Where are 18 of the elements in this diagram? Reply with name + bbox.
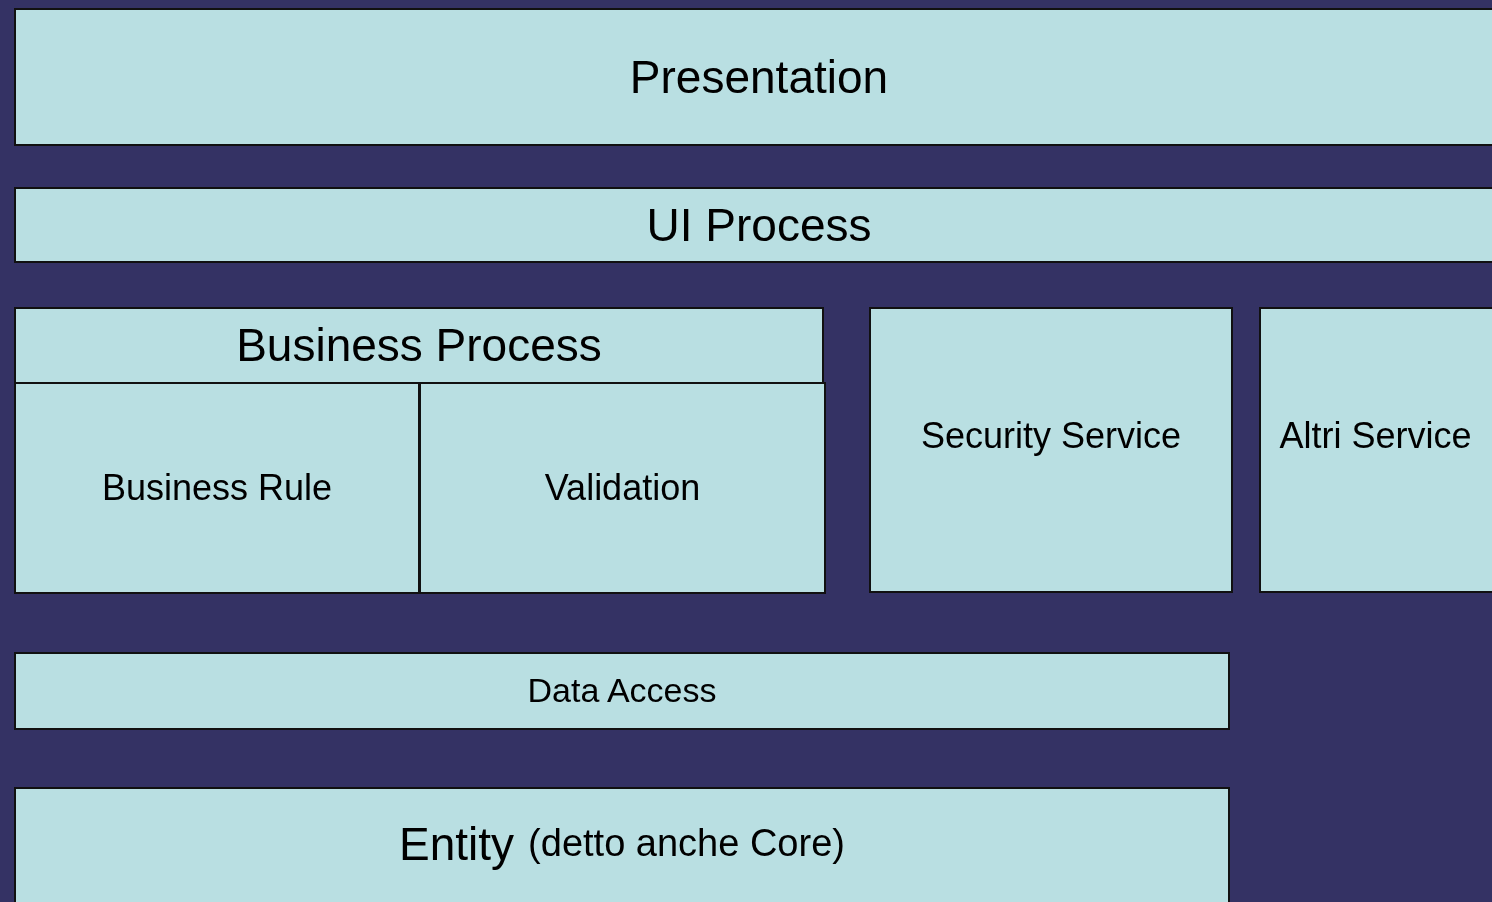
- layer-label: Security Service: [920, 416, 1182, 456]
- layer-label: UI Process: [646, 199, 872, 251]
- layer-label: Presentation: [629, 51, 889, 103]
- layer-label: (detto anche Core): [528, 823, 845, 865]
- layer-label: Business Rule: [101, 468, 333, 508]
- layer-box: [419, 382, 826, 594]
- layer-label: Validation: [544, 468, 701, 508]
- layer-label: Entity: [399, 818, 515, 870]
- layer-box: [14, 8, 1492, 146]
- layer-box: [869, 307, 1233, 593]
- layer-label: Altri Service: [1279, 416, 1472, 456]
- layer-box: [14, 187, 1492, 263]
- layer-box: [1259, 307, 1492, 593]
- layer-box: [14, 652, 1230, 730]
- layer-box: [14, 307, 824, 594]
- layer-label: Data Access: [527, 672, 717, 710]
- layer-label: Business Process: [236, 320, 602, 371]
- layer-box: [14, 787, 1230, 902]
